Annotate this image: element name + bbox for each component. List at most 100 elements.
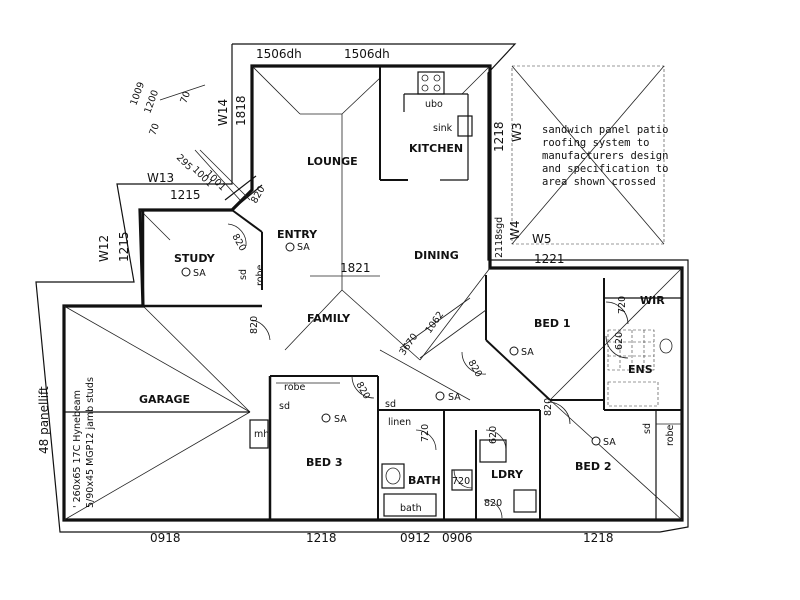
window-1215-top: 1215 — [170, 188, 201, 202]
room-label-garage: GARAGE — [139, 393, 190, 406]
room-label-ens: ENS — [628, 363, 653, 376]
sa-dot-hall — [435, 391, 445, 401]
sd-label-bed3: sd — [279, 401, 290, 412]
window-2118sgd: 2118sgd — [494, 217, 505, 258]
window-1506-right: 1506dh — [344, 47, 390, 61]
room-label-study: STUDY — [174, 252, 216, 265]
window-1506-left: 1506dh — [256, 47, 302, 61]
window-w4: W4 — [508, 221, 522, 241]
room-label-wir: WIR — [640, 294, 665, 307]
dim-1062: 1062 — [423, 310, 446, 336]
window-w3: W3 — [510, 123, 524, 143]
panellift-label: 48 panellift — [37, 386, 51, 454]
window-labels: 1506dh 1506dh W14 1818 1218 W3 W13 1215 … — [97, 47, 614, 545]
window-w12: W12 — [97, 235, 111, 262]
kitchen-fixtures — [403, 71, 473, 181]
window-1218-mid: 1218 — [306, 531, 337, 545]
window-0918: 0918 — [150, 531, 181, 545]
sa-label-entry: SA — [297, 242, 310, 253]
robe-label-bed2: robe — [665, 424, 676, 446]
door-820-study: 820 — [229, 232, 248, 253]
sa-dot-bed2 — [591, 436, 601, 446]
beam-note-line-1: ' 260x65 17C Hynebeam — [72, 390, 83, 508]
dimension-lines — [159, 84, 487, 359]
sa-label-hall: SA — [448, 392, 461, 403]
room-label-bed3: BED 3 — [306, 456, 343, 469]
sa-label-bed3: SA — [334, 414, 347, 425]
ensuite-tiles — [607, 329, 673, 407]
dim-70-b: 70 — [147, 122, 161, 137]
sa-dot-study — [181, 267, 191, 277]
robe-lines — [249, 382, 682, 449]
patio-note-line-5: area shown crossed — [542, 176, 656, 188]
sd-label-hall: sd — [385, 399, 396, 410]
dim-3670: 3670 — [397, 332, 420, 358]
fixture-labels: ubo sink robe sd robe sd sd linen bath m… — [238, 99, 676, 514]
beam-note-line-2: 5/90x45 MGP12 jamb studs — [85, 377, 96, 508]
sa-dot-bed3 — [321, 413, 331, 423]
sa-dot-entry — [285, 242, 295, 252]
roof-outline — [35, 43, 689, 533]
room-labels: LOUNGE KITCHEN ENTRY STUDY DINING FAMILY… — [139, 142, 665, 487]
door-820-ldry: 820 — [484, 498, 502, 509]
door-720-wir: 720 — [617, 296, 628, 314]
door-820-bed3: 820 — [353, 380, 372, 401]
room-label-kitchen: KITCHEN — [409, 142, 463, 155]
window-0912: 0912 — [400, 531, 431, 545]
door-720-bath: 720 — [420, 424, 431, 442]
sa-label-bed2: SA — [603, 437, 616, 448]
window-w13: W13 — [147, 171, 174, 185]
sa-dot-bed1 — [509, 346, 519, 356]
door-620-ens: 620 — [614, 332, 625, 350]
roof-hips — [63, 65, 683, 521]
robe-label-study: robe — [255, 264, 266, 286]
window-1221: 1221 — [534, 252, 565, 266]
sd-label-bed2: sd — [642, 423, 653, 434]
window-1818: 1818 — [234, 95, 248, 126]
interior-walls — [64, 66, 682, 520]
room-label-bed1: BED 1 — [534, 317, 571, 330]
door-820-bed2: 820 — [543, 398, 554, 416]
window-1215-side: 1215 — [117, 231, 131, 262]
door-820-garage: 820 — [249, 316, 260, 334]
window-1218-right: 1218 — [583, 531, 614, 545]
patio-note-line-4: and specification to — [542, 163, 668, 175]
door-820-bed1: 820 — [465, 358, 484, 379]
room-label-family: FAMILY — [307, 312, 351, 325]
window-w14: W14 — [216, 99, 230, 126]
dimension-labels: 1821 1009 1200 70 70 295 1001 1001 3670 … — [128, 81, 446, 358]
window-0906: 0906 — [442, 531, 473, 545]
smoke-alarms: SA SA SA SA SA SA — [181, 242, 616, 448]
room-label-dining: DINING — [414, 249, 459, 262]
dim-70-a: 70 — [178, 90, 192, 105]
robe-label-bed3: robe — [284, 382, 306, 393]
sa-label-study: SA — [193, 268, 206, 279]
sd-label-study: sd — [238, 269, 249, 280]
patio-note-line-3: manufacturers design — [542, 150, 668, 162]
patio-note: sandwich panel patio roofing system to m… — [542, 124, 668, 188]
door-620-ldry: 620 — [488, 426, 499, 444]
dim-1200: 1200 — [142, 89, 161, 115]
room-label-entry: ENTRY — [277, 228, 318, 241]
dim-1821: 1821 — [340, 261, 371, 275]
window-w5: W5 — [532, 232, 552, 246]
sink-label: sink — [433, 123, 453, 134]
door-swings — [227, 223, 629, 519]
sa-label-bed1: SA — [521, 347, 534, 358]
linen-label: linen — [388, 417, 411, 428]
bath-tub-label: bath — [400, 503, 422, 514]
patio-note-line-2: roofing system to — [542, 137, 649, 149]
patio-area — [511, 65, 665, 245]
window-1218-kitchen: 1218 — [492, 121, 506, 152]
wet-area-fixtures — [381, 439, 537, 517]
room-label-ldry: LDRY — [491, 468, 524, 481]
room-label-lounge: LOUNGE — [307, 155, 358, 168]
entry-frame — [199, 149, 263, 211]
mh-label: mh — [254, 429, 269, 440]
ubo-label: ubo — [425, 99, 443, 110]
patio-note-line-1: sandwich panel patio — [542, 124, 668, 136]
room-label-bath: BATH — [408, 474, 441, 487]
dim-1009: 1009 — [128, 81, 147, 107]
door-720-wc: 720 — [452, 476, 470, 487]
